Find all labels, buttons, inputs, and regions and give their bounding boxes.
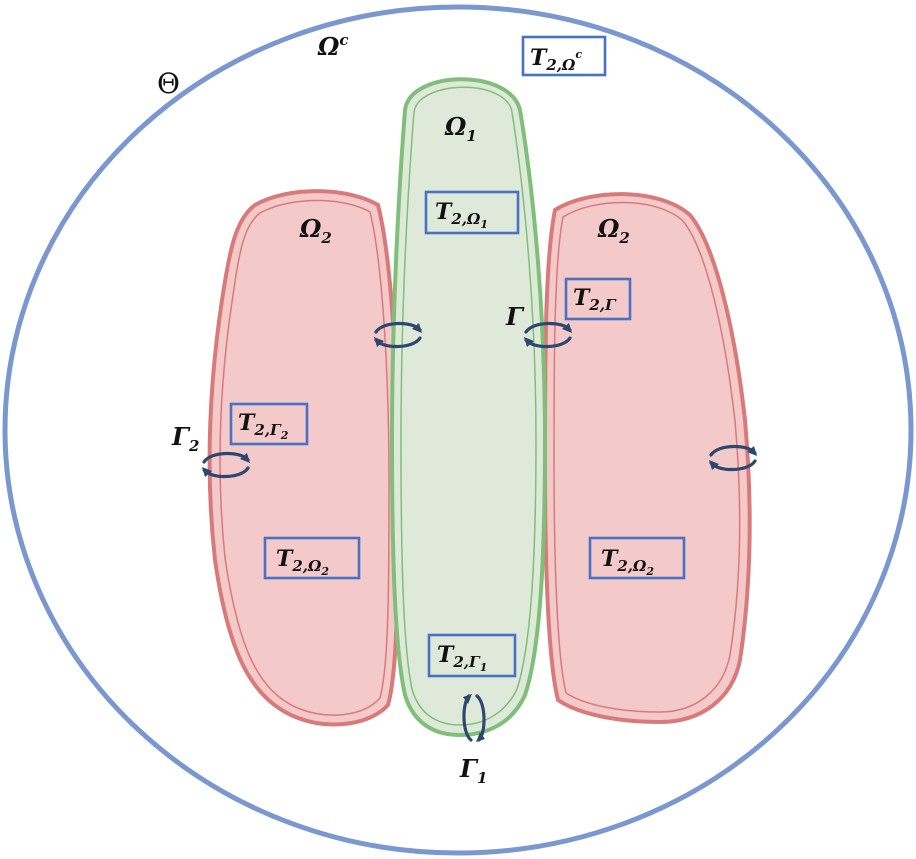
exchange-arrow-icon xyxy=(462,694,486,742)
t-gamma-text: T2,Γ xyxy=(573,285,617,314)
t-gamma2-text: T2,Γ2 xyxy=(238,410,289,442)
omega1-inner-line xyxy=(400,86,537,726)
omega1-region xyxy=(389,77,548,738)
theta-label: Θ xyxy=(157,67,180,100)
omega2-left-region xyxy=(207,189,401,727)
t-omega1-text: T2,Ω1 xyxy=(435,199,488,231)
t-omega2-left-box xyxy=(263,536,361,580)
omega2-right-region xyxy=(542,192,752,725)
t-gamma2-box xyxy=(229,402,309,446)
t-omega2-right-box xyxy=(588,536,686,580)
t-gamma1-box xyxy=(427,633,517,678)
t-omega-c-box xyxy=(521,35,607,77)
omega1-label: Ω1 xyxy=(444,112,477,145)
exchange-arrow-icon xyxy=(374,321,422,349)
t-omega-c-text: T2,Ωc xyxy=(530,45,582,74)
t-omega1-box xyxy=(424,190,520,235)
gamma2-label: Γ2 xyxy=(171,422,199,455)
t-gamma-box xyxy=(564,277,632,321)
t-omega2-left-text: T2,Ω2 xyxy=(276,546,329,578)
gamma-label: Γ xyxy=(505,302,525,331)
t-omega2-right-text: T2,Ω2 xyxy=(601,546,654,578)
gamma1-label: Γ1 xyxy=(459,754,487,787)
outer-domain-boundary xyxy=(2,4,914,856)
exchange-arrow-icon xyxy=(524,321,572,349)
omega2-right-label: Ω2 xyxy=(597,214,630,247)
exchange-arrow-icon xyxy=(202,451,250,479)
omega2-left-inner-line xyxy=(219,199,390,716)
omega2-left-label: Ω2 xyxy=(299,214,332,247)
t-gamma1-text: T2,Γ1 xyxy=(437,642,487,674)
omega2-right-inner-line xyxy=(553,201,741,713)
exchange-arrow-icon xyxy=(709,444,757,472)
omega-c-label: Ωc xyxy=(317,31,349,61)
